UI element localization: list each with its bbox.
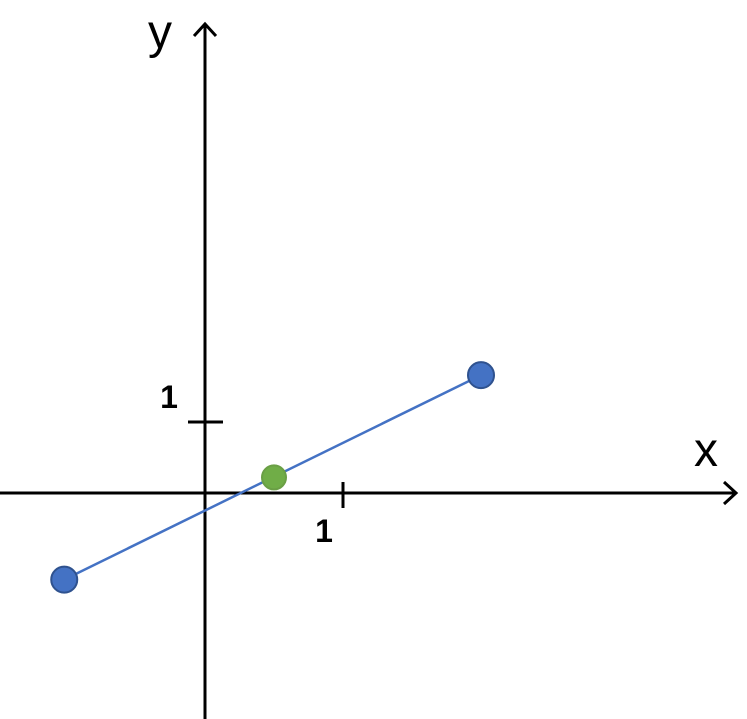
- endpoint-upper-right: [467, 361, 495, 390]
- y-axis-label: y: [148, 6, 172, 59]
- midpoint: [261, 464, 287, 491]
- y-axis-arrowhead: [192, 21, 218, 38]
- endpoint-lower-left: [50, 565, 79, 594]
- x-axis-arrowhead: [722, 480, 739, 506]
- x-axis-label: x: [694, 424, 718, 477]
- y-tick-label: 1: [160, 379, 178, 415]
- x-tick-label: 1: [315, 513, 333, 549]
